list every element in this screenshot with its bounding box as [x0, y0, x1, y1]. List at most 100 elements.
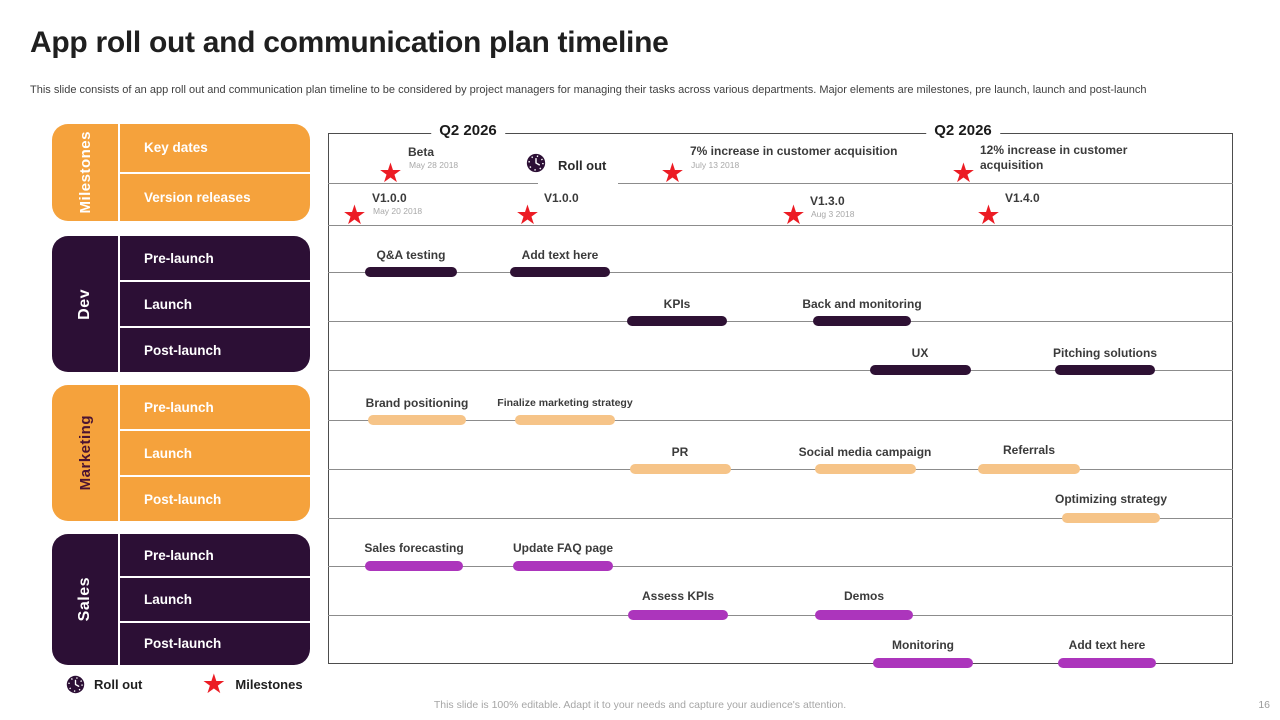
footer-note: This slide is 100% editable. Adapt it to…: [433, 699, 847, 711]
milestone-star-icon: [341, 202, 368, 229]
milestone-date: May 28 2018: [409, 160, 459, 170]
row-label-sales-post-launch: Post-launch: [120, 622, 310, 665]
legend-rollout-label: Roll out: [94, 676, 143, 692]
sidebar-group-milestones: Milestones Key dates Version releases: [52, 124, 310, 221]
milestone-star-icon: [659, 160, 686, 187]
milestone-star-icon: [377, 160, 404, 187]
row-label-marketing-pre-launch: Pre-launch: [120, 385, 310, 429]
task-bar: [510, 267, 610, 277]
legend-milestones-label: Milestones: [235, 676, 303, 692]
task-label: PR: [671, 445, 689, 459]
task-label: Brand positioning: [365, 396, 469, 410]
task-bar: [870, 365, 971, 375]
task-bar: [365, 561, 463, 571]
sidebar-group-dev: Dev Pre-launch Launch Post-launch: [52, 236, 310, 372]
row-line-marketing-post-launch: [328, 518, 1233, 519]
row-label-sales-pre-launch: Pre-launch: [120, 534, 310, 577]
grid-left-border: [328, 133, 329, 663]
task-bar: [627, 316, 727, 326]
sidebar-group-marketing: Marketing Pre-launch Launch Post-launch: [52, 385, 310, 521]
row-label-dev-pre-launch: Pre-launch: [120, 236, 310, 280]
task-label: Back and monitoring: [802, 297, 922, 311]
row-line-key-dates: [328, 183, 538, 184]
task-label: KPIs: [663, 297, 691, 311]
row-line-key-dates: [618, 183, 1233, 184]
sidebar-group-sales: Sales Pre-launch Launch Post-launch: [52, 534, 310, 665]
task-bar: [813, 316, 911, 326]
grid-right-border: [1232, 133, 1233, 663]
task-label: Assess KPIs: [641, 589, 715, 603]
row-line-sales-pre-launch: [328, 566, 1233, 567]
task-label: Update FAQ page: [512, 541, 614, 555]
row-label-marketing-launch: Launch: [120, 431, 310, 475]
task-bar: [368, 415, 466, 425]
milestone-label: V1.3.0: [810, 194, 845, 208]
row-label-dev-post-launch: Post-launch: [120, 328, 310, 372]
task-label: Referrals: [1002, 443, 1056, 457]
task-bar: [1055, 365, 1155, 375]
group-label-marketing: Marketing: [76, 415, 94, 491]
milestone-star-icon: [200, 671, 227, 698]
clock-icon: [66, 675, 85, 693]
timeline-grid: Q2 2026 Q2 2026 Beta May 28 2018 Roll ou…: [328, 122, 1233, 668]
milestone-star-icon: [780, 202, 807, 229]
milestone-star-icon: [514, 202, 541, 229]
milestone-label: V1.0.0: [372, 191, 407, 205]
page-title: App roll out and communication plan time…: [30, 26, 669, 59]
quarter-label-2: Q2 2026: [926, 122, 1000, 139]
task-label: Optimizing strategy: [1054, 492, 1168, 506]
row-label-version-releases: Version releases: [120, 173, 310, 221]
group-label-column: Marketing: [52, 385, 118, 521]
task-label: Add text here: [521, 248, 599, 262]
task-label: Social media campaign: [798, 445, 932, 459]
rollout-milestone-label: Roll out: [558, 158, 607, 173]
row-line-sales-post-launch: [328, 663, 1233, 664]
row-label-sales-launch: Launch: [120, 578, 310, 621]
group-label-column: Dev: [52, 236, 118, 372]
row-line-marketing-launch: [328, 469, 1233, 470]
row-line-sales-launch: [328, 615, 1233, 616]
milestone-date: May 20 2018: [373, 206, 423, 216]
task-bar: [1058, 658, 1156, 668]
task-bar: [978, 464, 1080, 474]
task-bar: [515, 415, 615, 425]
milestone-label: V1.4.0: [1005, 191, 1040, 205]
row-line-dev-post-launch: [328, 370, 1233, 371]
group-label-sales: Sales: [76, 577, 93, 622]
task-label: Demos: [843, 589, 885, 603]
milestone-label: Beta: [408, 145, 435, 159]
milestone-date: July 13 2018: [691, 160, 740, 170]
quarter-label-1: Q2 2026: [431, 122, 505, 139]
task-bar: [365, 267, 457, 277]
row-line-marketing-pre-launch: [328, 420, 1233, 421]
task-bar: [1062, 513, 1160, 523]
task-bar: [815, 610, 913, 620]
task-label: Q&A testing: [376, 248, 446, 262]
legend: Roll out Milestones: [66, 668, 303, 700]
milestone-label: 12% increase in customer acquisition: [980, 143, 1128, 172]
milestone-date: Aug 3 2018: [811, 209, 855, 219]
page-number: 16: [1258, 699, 1270, 711]
task-bar: [630, 464, 731, 474]
task-label: Sales forecasting: [364, 541, 464, 555]
task-bar: [513, 561, 613, 571]
group-label-milestones: Milestones: [76, 131, 94, 214]
milestone-label: V1.0.0: [544, 191, 579, 205]
grid-top-border: [328, 133, 1233, 134]
task-label: Finalize marketing strategy: [497, 397, 633, 409]
task-label: Add text here: [1068, 638, 1146, 652]
task-bar: [628, 610, 728, 620]
group-label-column: Milestones: [52, 124, 118, 221]
row-line-dev-launch: [328, 321, 1233, 322]
group-label-dev: Dev: [76, 288, 93, 320]
row-line-dev-pre-launch: [328, 272, 1233, 273]
row-label-key-dates: Key dates: [120, 124, 310, 172]
milestone-label: 7% increase in customer acquisition: [690, 144, 898, 158]
milestone-star-icon: [975, 202, 1002, 229]
task-bar: [815, 464, 916, 474]
task-label: Monitoring: [892, 638, 954, 652]
clock-icon: [526, 153, 546, 173]
row-label-marketing-post-launch: Post-launch: [120, 477, 310, 521]
task-label: Pitching solutions: [1053, 346, 1157, 360]
row-label-dev-launch: Launch: [120, 282, 310, 326]
